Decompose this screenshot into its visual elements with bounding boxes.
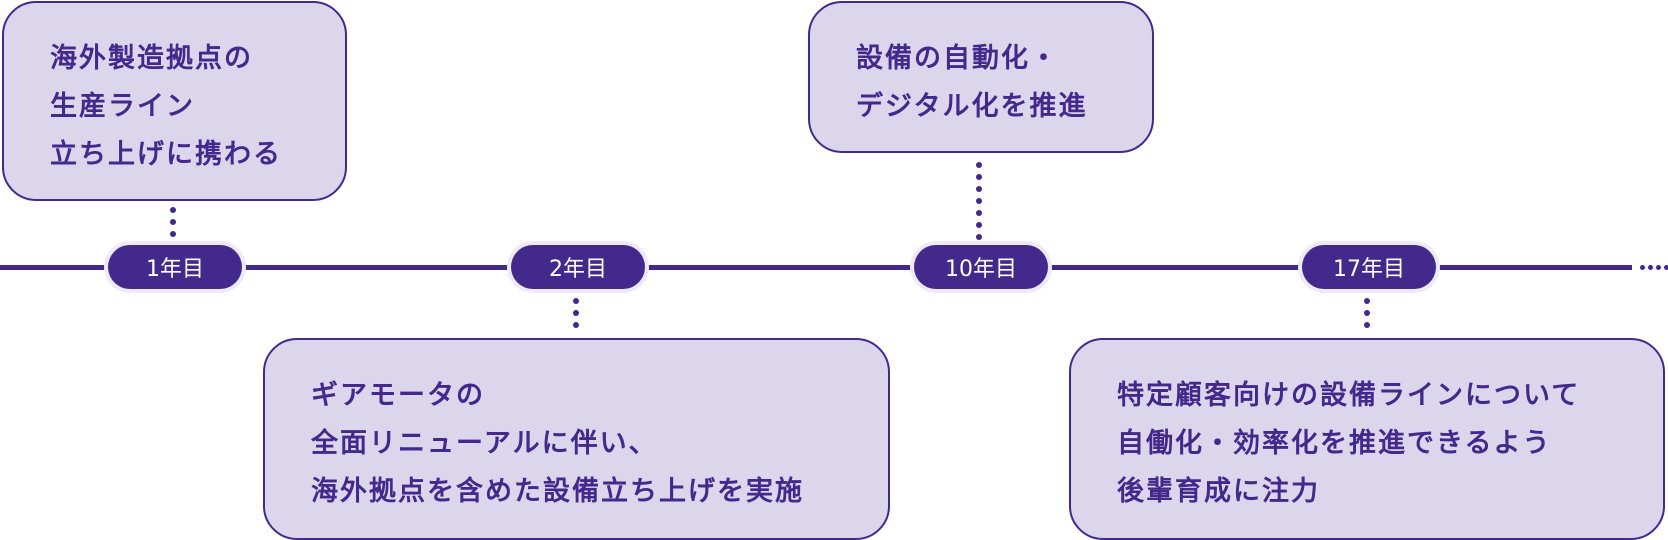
card-text-line: 立ち上げに携わる [50,139,282,170]
milestone-card-year-17: 特定顧客向けの設備ラインについて 自働化・効率化を推進できるよう 後輩育成に注力 [1069,338,1665,540]
milestone-label-year-17: 17年目 [1302,245,1436,289]
card-text-line: 特定顧客向けの設備ラインについて [1117,380,1581,411]
timeline-continuation-dots [1640,265,1668,270]
card-text-line: 設備の自動化・ [856,43,1059,74]
milestone-card-year-2: ギアモータの 全面リニューアルに伴い、 海外拠点を含めた設備立ち上げを実施 [263,338,890,540]
card-text-line: 自働化・効率化を推進できるよう [1117,428,1552,459]
connector-dots-year-17 [1364,298,1370,334]
milestone-label-year-10: 10年目 [914,245,1048,289]
milestone-label-year-1: 1年目 [108,245,242,289]
connector-dots-year-10 [976,162,982,246]
card-text-line: デジタル化を推進 [856,91,1088,122]
milestone-card-year-1: 海外製造拠点の 生産ライン 立ち上げに携わる [2,1,347,201]
connector-dots-year-2 [573,298,579,334]
card-text-line: 海外拠点を含めた設備立ち上げを実施 [311,476,804,507]
connector-dots-year-1 [170,207,176,243]
milestone-card-year-10: 設備の自動化・ デジタル化を推進 [808,1,1154,153]
card-text-line: 生産ライン [50,91,195,122]
card-text-line: ギアモータの [311,380,485,411]
milestone-label-year-2: 2年目 [511,245,645,289]
card-text-line: 後輩育成に注力 [1117,476,1320,507]
card-text-line: 海外製造拠点の [50,43,253,74]
card-text-line: 全面リニューアルに伴い、 [311,428,658,459]
timeline-axis [0,265,1632,270]
